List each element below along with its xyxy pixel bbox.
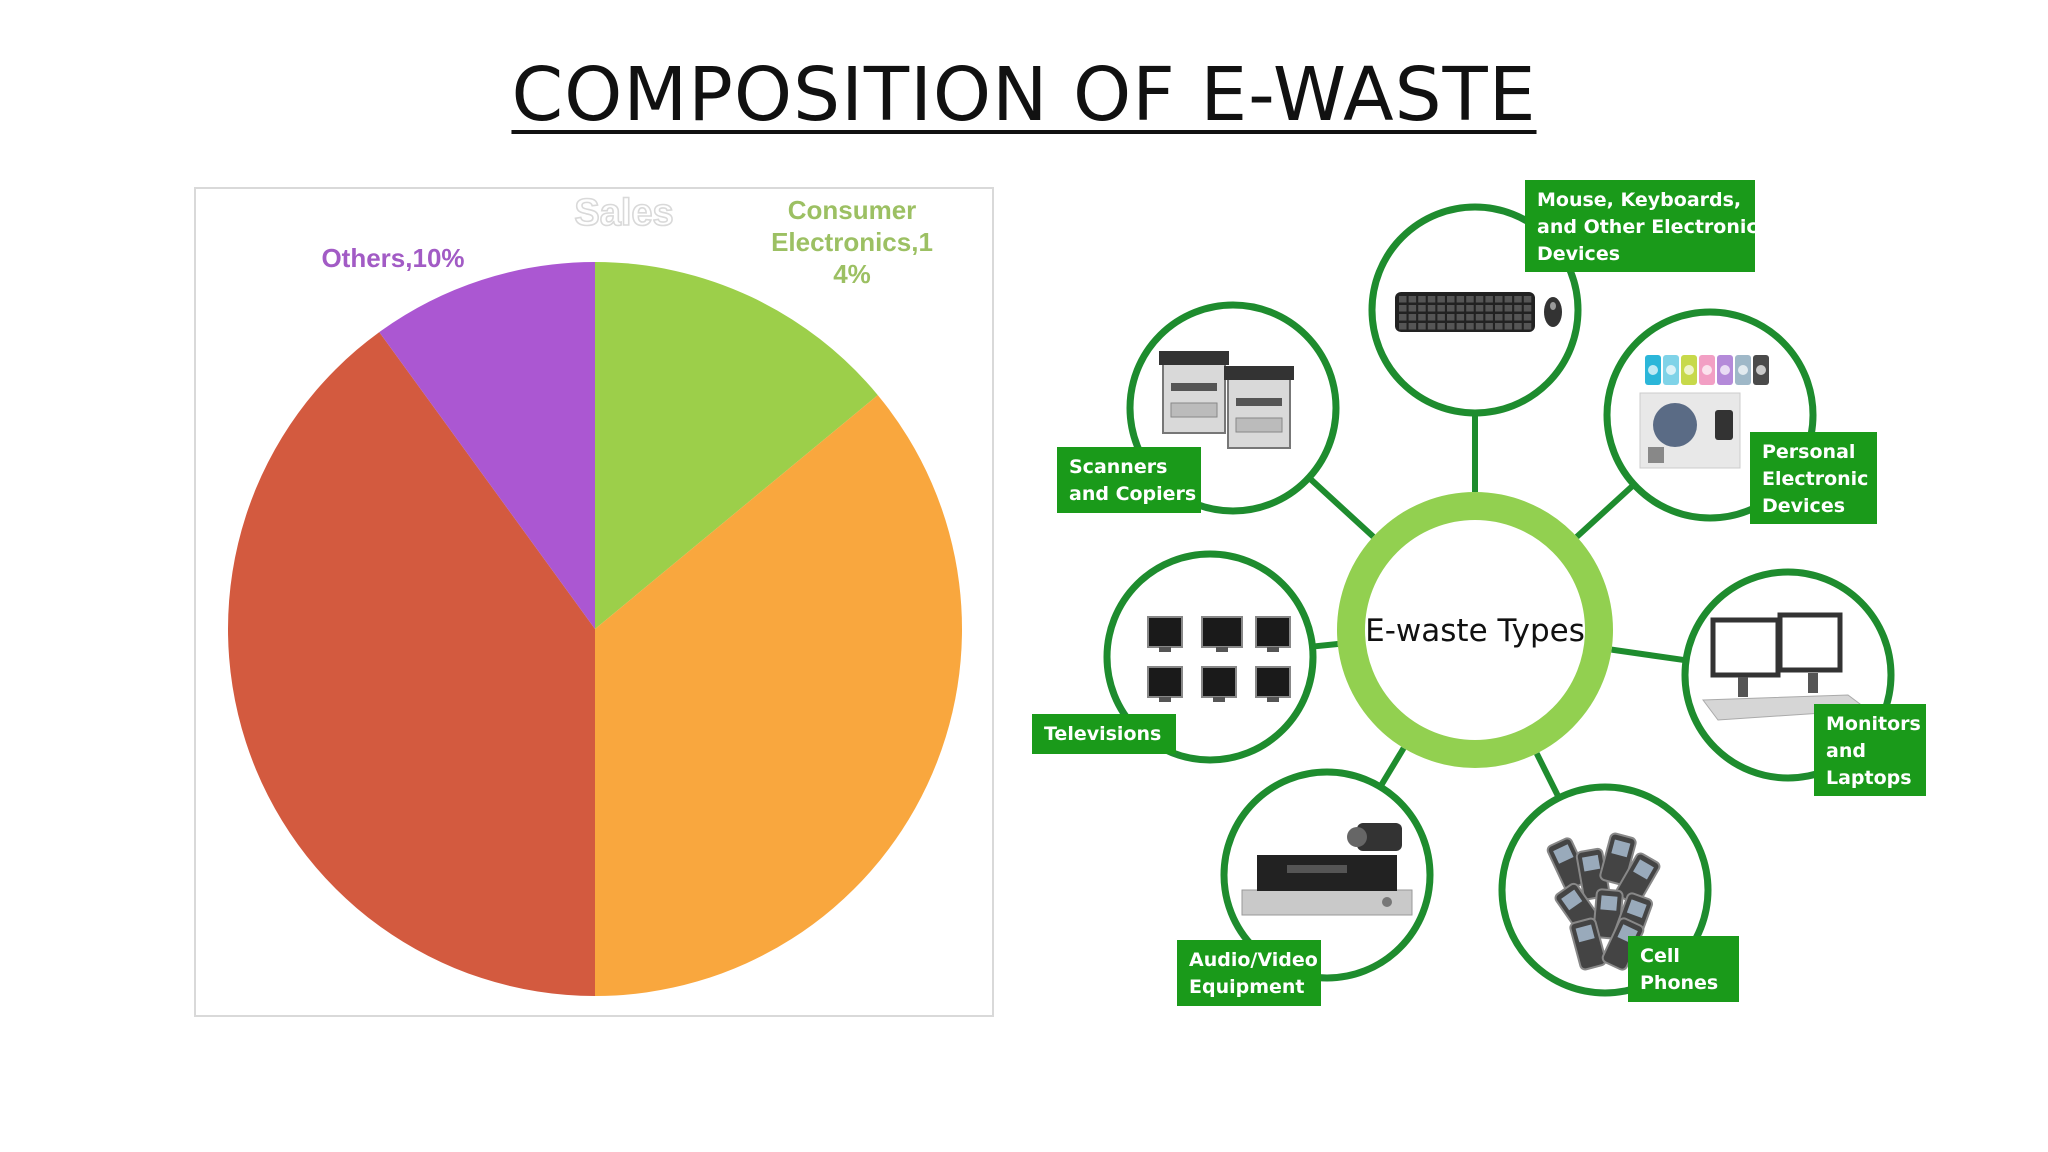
keyboard-mouse-icon bbox=[1395, 292, 1562, 332]
node-label: Televisions bbox=[1044, 723, 1161, 745]
cell-phones-icon bbox=[1546, 832, 1661, 971]
pie-slice bbox=[595, 262, 878, 629]
mp3-players-icon bbox=[1639, 355, 1769, 469]
vcr-camcorder-icon bbox=[1241, 823, 1413, 916]
slide-title: COMPOSITION OF E-WASTE bbox=[511, 52, 1537, 138]
node-label-box bbox=[1525, 180, 1755, 272]
spoke-line bbox=[1312, 641, 1339, 650]
center-ring bbox=[1337, 492, 1613, 768]
node-ring bbox=[1103, 550, 1317, 764]
node-label-box bbox=[1814, 704, 1926, 796]
spoke-line bbox=[1534, 752, 1562, 800]
pie-slice bbox=[228, 332, 595, 996]
node-televisions: Televisions bbox=[1032, 550, 1317, 764]
pie-data-label: Others,10% bbox=[321, 243, 464, 273]
ewaste-types-diagram: E-waste Types Mouse, Keyboards,and Other… bbox=[1032, 180, 1926, 1006]
node-label-box bbox=[1057, 447, 1201, 513]
spoke-line bbox=[1306, 475, 1376, 539]
spoke-line bbox=[1611, 646, 1687, 664]
monitors-icon bbox=[1702, 612, 1870, 721]
televisions-icon bbox=[1147, 616, 1291, 702]
spoke-line bbox=[1574, 482, 1637, 540]
pie-slice bbox=[379, 262, 595, 629]
chart-title: Sales bbox=[574, 192, 673, 234]
node-label-box bbox=[1750, 432, 1877, 524]
node-label-box bbox=[1177, 940, 1321, 1006]
center-label: E-waste Types bbox=[1365, 613, 1585, 649]
pie-slice bbox=[595, 395, 962, 996]
node-label-box bbox=[1032, 714, 1176, 754]
spoke-line bbox=[1377, 746, 1407, 789]
node-label-box bbox=[1628, 936, 1739, 1002]
copier-icon bbox=[1159, 351, 1294, 449]
